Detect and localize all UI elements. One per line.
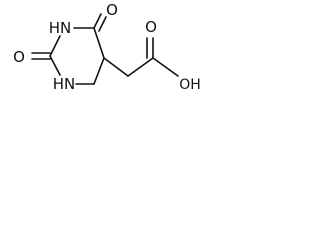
atom-label-nh-top: HN	[49, 19, 72, 37]
bond-ch2-cooh	[127, 57, 154, 77]
bond-c5-o-double-a	[93, 13, 102, 29]
bond-cooh-oh	[152, 57, 179, 77]
bond-c5-o-double-b	[98, 16, 107, 32]
bond-c4-c5	[93, 57, 105, 85]
structure-diagram: HN HN O O O OH	[13, 1, 201, 93]
atom-label-nh-bottom: HN	[53, 75, 76, 93]
atom-label-o-ring-left: O	[13, 48, 25, 66]
bond-c5a-c5	[93, 27, 105, 59]
atom-label-oh-acid: OH	[179, 77, 201, 93]
atom-label-o-acid-double: O	[145, 18, 157, 36]
atom-label-o-ring-top: O	[106, 1, 118, 19]
bond-n1-c2	[49, 35, 61, 57]
bond-c2-n3	[49, 55, 61, 76]
bond-c4-ch2	[103, 57, 129, 77]
